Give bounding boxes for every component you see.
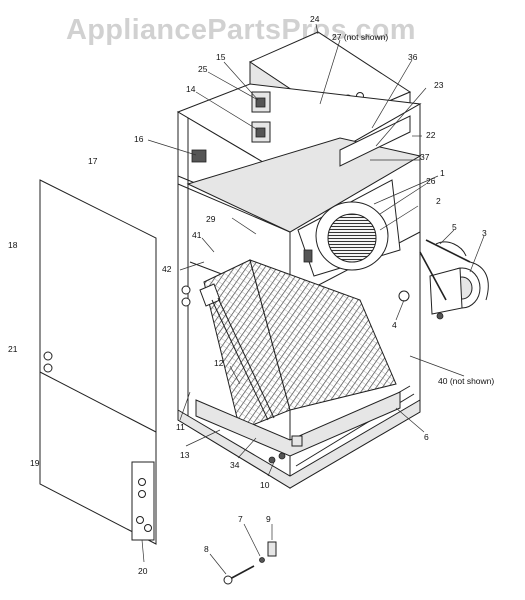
label-14: 14 xyxy=(186,84,196,94)
label-22: 22 xyxy=(426,130,436,140)
label-41: 41 xyxy=(192,230,202,240)
label-12: 12 xyxy=(214,358,224,368)
label-3: 3 xyxy=(482,228,487,238)
label-2: 2 xyxy=(436,196,441,206)
drain-plug-parts xyxy=(223,541,277,585)
label-21: 21 xyxy=(8,344,18,354)
label-7: 7 xyxy=(238,514,243,524)
label-15: 15 xyxy=(216,52,226,62)
label-1: 1 xyxy=(440,168,445,178)
label-26: 26 xyxy=(426,176,436,186)
label-6: 6 xyxy=(424,432,429,442)
label-9: 9 xyxy=(266,514,271,524)
drain-fittings xyxy=(268,435,303,464)
label-11: 11 xyxy=(176,422,185,432)
label-16: 16 xyxy=(134,134,144,144)
evaporator-coil xyxy=(181,259,401,457)
label-17: 17 xyxy=(88,156,98,166)
label-25: 25 xyxy=(198,64,208,74)
blower-motor xyxy=(398,239,489,320)
access-door xyxy=(39,179,157,545)
label-5: 5 xyxy=(452,222,457,232)
label-27: 27 (not shown) xyxy=(332,32,388,42)
label-36: 36 xyxy=(408,52,418,62)
label-37: 37 xyxy=(420,152,430,162)
label-10: 10 xyxy=(260,480,270,490)
label-8: 8 xyxy=(204,544,209,554)
label-20: 20 xyxy=(138,566,148,576)
label-29: 29 xyxy=(206,214,216,224)
label-23: 23 xyxy=(434,80,444,90)
label-19: 19 xyxy=(30,458,40,468)
label-4: 4 xyxy=(392,320,397,330)
label-34: 34 xyxy=(230,460,240,470)
label-40: 40 (not shown) xyxy=(438,376,494,386)
label-18: 18 xyxy=(8,240,18,250)
part-labels: 24 27 (not shown) 15 25 36 23 14 22 16 3… xyxy=(8,14,494,576)
leader-lines xyxy=(141,23,485,575)
label-24: 24 xyxy=(310,14,320,24)
label-13: 13 xyxy=(180,450,190,460)
label-42: 42 xyxy=(162,264,172,274)
blower-assembly xyxy=(297,179,401,277)
